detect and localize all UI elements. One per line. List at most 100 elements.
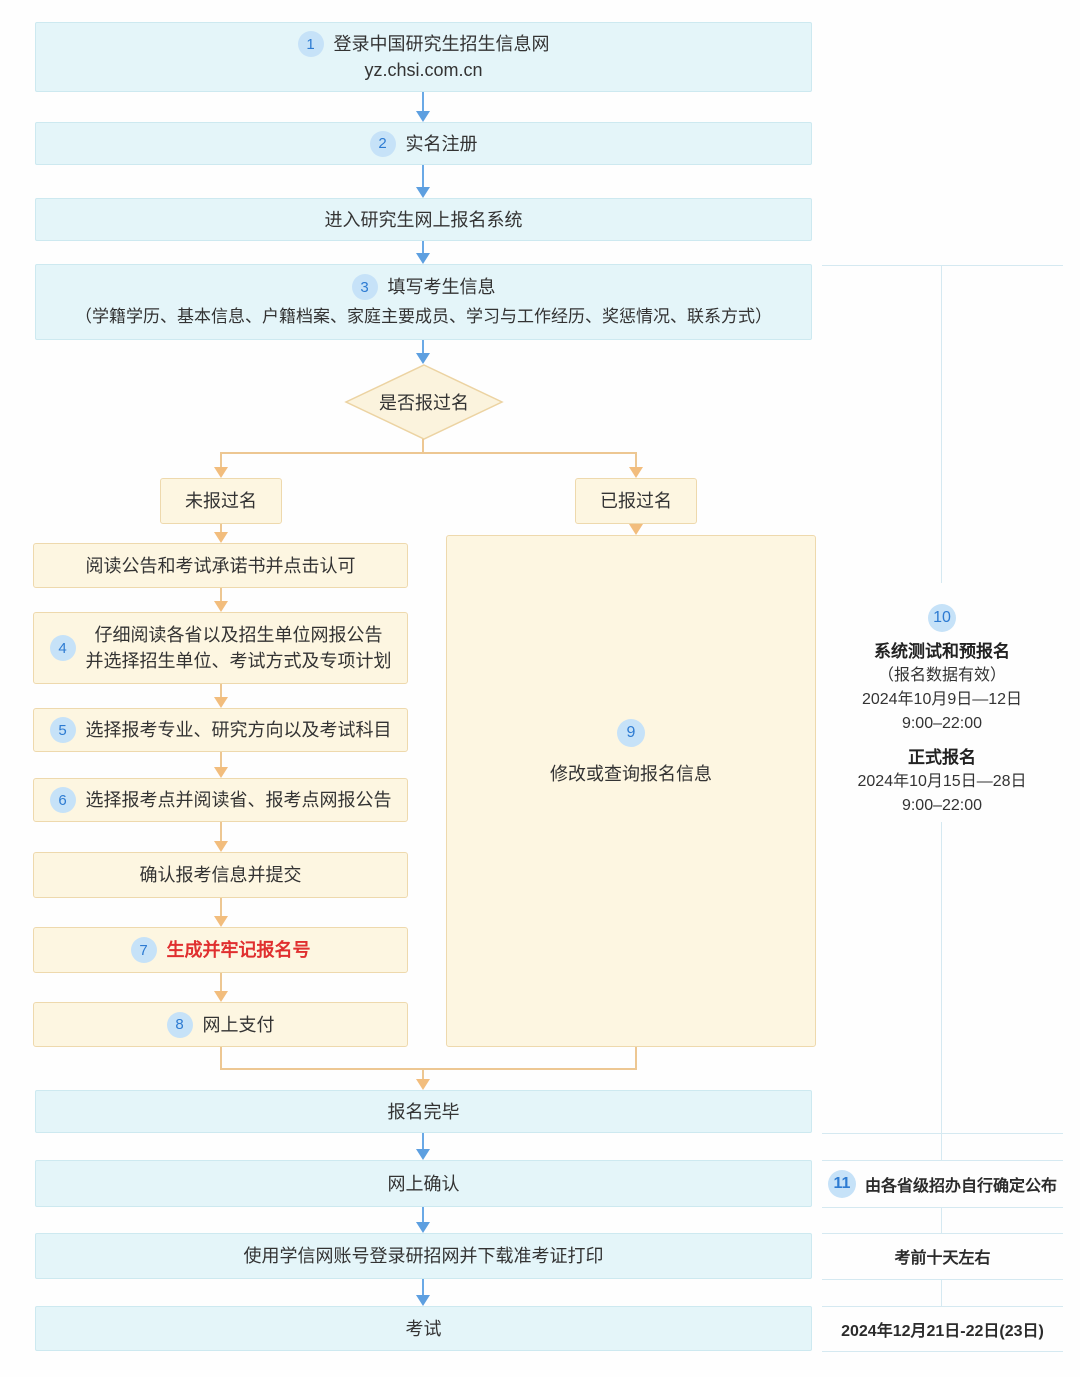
arrow-down-connector (416, 1207, 430, 1233)
step-confirm-submit-box: 确认报考信息并提交 (33, 852, 408, 898)
sidebar-tick (941, 1207, 942, 1233)
connector-line (220, 1068, 637, 1070)
sidebar-print-time-label: 考前十天左右 (894, 1250, 991, 1267)
sidebar-rule (822, 1160, 1063, 1161)
decision-label: 是否报过名 (379, 393, 469, 413)
branch-yes-label: 已报过名 (600, 491, 672, 511)
step-login-box: 1 登录中国研究生招生信息网 yz.chsi.com.cn (35, 22, 812, 92)
arrow-merge-down (416, 1068, 430, 1090)
sidebar-section-10: 10 系统测试和预报名 （报名数据有效） 2024年10月9日—12日 9:00… (832, 604, 1052, 818)
step-6-badge: 6 (49, 787, 76, 813)
sidebar-tick (941, 1133, 942, 1160)
sidebar-rule (822, 1351, 1063, 1352)
sidebar-row-print-time: 考前十天左右 (822, 1233, 1063, 1279)
step-pay-online-box: 8 网上支付 (33, 1002, 408, 1047)
branch-no-box: 未报过名 (160, 478, 282, 524)
step-remember-number-label: 生成并牢记报名号 (166, 940, 311, 960)
step-choose-site-box: 6 选择报考点并阅读省、报考点网报公告 (33, 778, 408, 822)
step-login-label: 登录中国研究生招生信息网 (333, 34, 550, 54)
step-login-line1: 1 登录中国研究生招生信息网 (297, 31, 550, 57)
step-modify-query-box: 9 修改或查询报名信息 (446, 535, 816, 1047)
sidebar-row-exam-date: 2024年12月21日-22日(23日) (822, 1306, 1063, 1351)
step-3-badge: 3 (351, 274, 378, 300)
step-print-ticket-box: 使用学信网账号登录研招网并下载准考证打印 (35, 1233, 812, 1279)
arrow-down-connector (214, 524, 228, 543)
sidebar-formal-reg-dates: 2024年10月15日—28日 (857, 773, 1027, 790)
sidebar-rule (822, 1133, 1063, 1134)
step-10-badge: 10 (928, 604, 956, 632)
step-enter-system-label: 进入研究生网上报名系统 (324, 209, 523, 230)
sidebar-tick (941, 1279, 942, 1306)
step-1-badge: 1 (297, 31, 324, 57)
step-online-confirm-label: 网上确认 (387, 1173, 460, 1194)
step-7-badge: 7 (130, 937, 157, 963)
connector-line (220, 1047, 222, 1068)
step-choose-major-label: 选择报考专业、研究方向以及考试科目 (85, 720, 392, 740)
sidebar-formal-reg-time: 9:00–22:00 (901, 797, 983, 814)
step-fill-info-detail: （学籍学历、基本信息、户籍档案、家庭主要成员、学习与工作经历、奖惩情况、联系方式… (75, 307, 772, 326)
arrow-down-connector (214, 898, 228, 927)
step-registration-done-box: 报名完毕 (35, 1090, 812, 1133)
step-5-badge: 5 (49, 717, 76, 743)
step-choose-major-box: 5 选择报考专业、研究方向以及考试科目 (33, 708, 408, 752)
arrow-branch-yes (629, 452, 643, 478)
sidebar-vertical-line (941, 822, 942, 1133)
step-fill-info-label: 填写考生信息 (387, 277, 496, 297)
connector-line (635, 1047, 637, 1068)
sidebar-rule (822, 1207, 1063, 1208)
sidebar-row-11: 11 由各省级招办自行确定公布 (822, 1160, 1063, 1207)
sidebar-formal-reg-title: 正式报名 (908, 748, 976, 767)
sidebar-exam-date-label: 2024年12月21日-22日(23日) (841, 1322, 1044, 1340)
arrow-down-connector (214, 752, 228, 778)
arrow-down-connector (416, 92, 430, 122)
arrow-down-connector (214, 588, 228, 612)
step-choose-site-label: 选择报考点并阅读省、报考点网报公告 (85, 790, 392, 810)
step-8-badge: 8 (166, 1011, 193, 1038)
step-register-label: 实名注册 (405, 133, 478, 154)
step-register-box: 2 实名注册 (35, 122, 812, 165)
step-read-bulletin-box: 4 仔细阅读各省以及招生单位网报公告 并选择招生单位、考试方式及专项计划 (33, 612, 408, 684)
sidebar-rule (822, 1306, 1063, 1307)
step-confirm-submit-label: 确认报考信息并提交 (139, 865, 302, 885)
arrow-down-connector (416, 1279, 430, 1306)
sidebar-pre-reg-dates: 2024年10月9日—12日 (861, 691, 1023, 708)
step-modify-query-label: 修改或查询报名信息 (550, 764, 712, 784)
decision-diamond-shape (344, 364, 504, 440)
step-9-badge: 9 (617, 719, 645, 747)
sidebar-rule (822, 265, 1063, 266)
step-login-url: yz.chsi.com.cn (364, 60, 483, 80)
step-pay-online-label: 网上支付 (202, 1014, 275, 1035)
branch-yes-box: 已报过名 (575, 478, 697, 524)
step-fill-info-box: 3 填写考生信息 （学籍学历、基本信息、户籍档案、家庭主要成员、学习与工作经历、… (35, 264, 812, 340)
step-read-notice-label: 阅读公告和考试承诺书并点击认可 (85, 555, 356, 576)
sidebar-rule (822, 1233, 1063, 1234)
step-remember-number-box: 7 生成并牢记报名号 (33, 927, 408, 973)
sidebar-row-11-label: 由各省级招办自行确定公布 (864, 1177, 1057, 1195)
arrow-down-connector (416, 340, 430, 364)
arrow-down-connector (214, 684, 228, 708)
step-enter-system-box: 进入研究生网上报名系统 (35, 198, 812, 241)
step-print-ticket-label: 使用学信网账号登录研招网并下载准考证打印 (243, 1246, 604, 1266)
sidebar-rule (822, 1279, 1063, 1280)
arrow-down-connector (629, 524, 643, 535)
sidebar-pre-reg-title: 系统测试和预报名 (874, 642, 1010, 661)
arrow-down-connector (214, 822, 228, 852)
step-online-confirm-box: 网上确认 (35, 1160, 812, 1207)
arrow-down-connector (416, 1133, 430, 1160)
step-read-notice-box: 阅读公告和考试承诺书并点击认可 (33, 543, 408, 588)
sidebar-vertical-line (941, 265, 942, 583)
step-2-badge: 2 (369, 130, 396, 157)
step-4-badge: 4 (49, 635, 76, 661)
step-read-bulletin-line1: 仔细阅读各省以及招生单位网报公告 (94, 625, 383, 645)
arrow-down-connector (416, 241, 430, 264)
sidebar-pre-reg-note: （报名数据有效） (877, 667, 1006, 684)
connector-line (220, 452, 637, 454)
arrow-down-connector (416, 165, 430, 198)
connector-line (422, 439, 424, 453)
arrow-down-connector (214, 973, 228, 1002)
step-11-badge: 11 (827, 1169, 856, 1198)
arrow-branch-no (214, 452, 228, 478)
step-registration-done-label: 报名完毕 (387, 1101, 460, 1122)
step-exam-label: 考试 (405, 1318, 442, 1339)
